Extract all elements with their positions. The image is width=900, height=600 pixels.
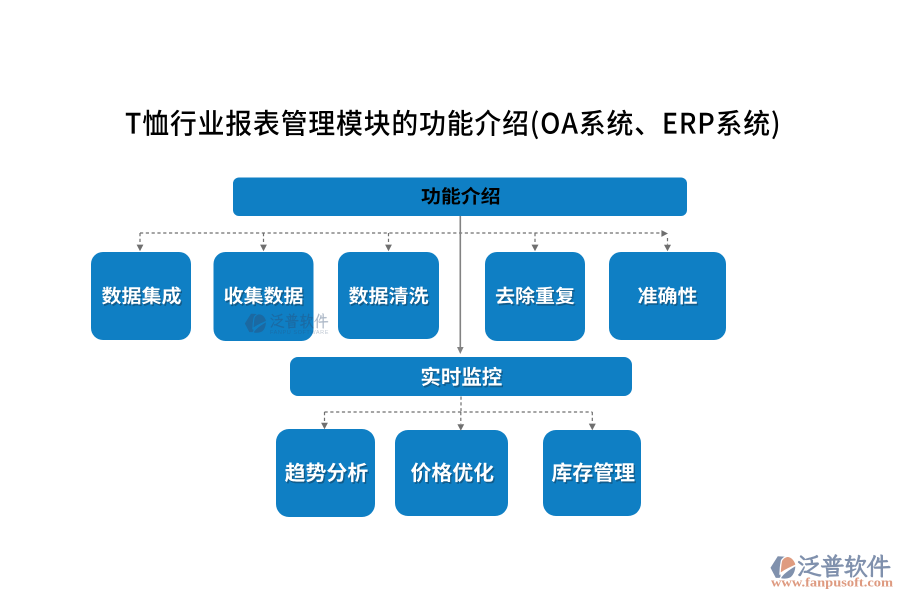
svg-text:FANPU SOFTWARE: FANPU SOFTWARE [270, 330, 329, 336]
svg-text:www.fanpusoft.com: www.fanpusoft.com [771, 575, 893, 590]
